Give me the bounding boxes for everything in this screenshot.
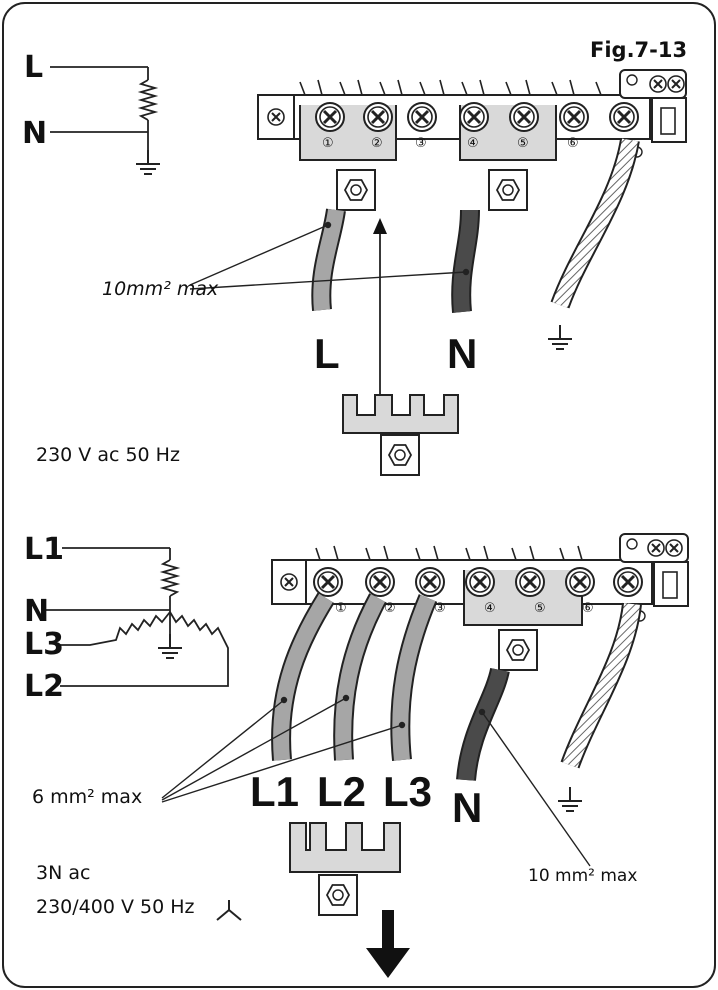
conductor-n-label: N — [447, 330, 478, 377]
terminal-6-label: ⑥ — [567, 136, 579, 151]
figure-label: Fig.7-13 — [590, 38, 688, 62]
earth-icon — [157, 633, 183, 659]
remove-arrow — [366, 910, 410, 978]
schematic-l3-label: L3 — [24, 627, 64, 662]
earth-icon — [547, 324, 573, 350]
terminal-2-label: ② — [384, 601, 396, 616]
three-phase-schematic — [46, 547, 229, 687]
star-symbol-icon — [216, 900, 242, 921]
three-phase-supply-line1: 3N ac — [36, 862, 91, 884]
conductor-l-label: L — [314, 330, 340, 377]
insert-arrow — [373, 218, 387, 234]
conductor-l3-label: L3 — [383, 768, 433, 815]
conductor-l1-label: L1 — [250, 768, 300, 815]
schematic-l1-label: L1 — [24, 532, 64, 567]
schematic-n3-label: N — [24, 594, 50, 629]
neutral-wire-note: 10 mm² max — [528, 866, 638, 886]
schematic-n-label: N — [22, 116, 48, 151]
single-phase-schematic — [50, 66, 159, 160]
single-phase-wire-note: 10mm² max — [102, 278, 219, 300]
terminal-3-label: ③ — [415, 136, 427, 151]
conductor-n-label-bottom: N — [452, 784, 483, 831]
schematic-l-label: L — [24, 50, 44, 85]
earth-icon — [557, 786, 583, 812]
terminal-block-top — [257, 69, 687, 211]
phase-wire-note: 6 mm² max — [32, 786, 143, 808]
schematic-l2-label: L2 — [24, 669, 64, 704]
conductor-l2-label: L2 — [317, 768, 367, 815]
terminal-4-label: ④ — [467, 136, 479, 151]
terminal-1-label: ① — [335, 601, 347, 616]
loose-bridge-top — [342, 394, 459, 476]
single-phase-supply: 230 V ac 50 Hz — [36, 444, 180, 466]
terminal-6-label: ⑥ — [582, 601, 594, 616]
terminal-3-label: ③ — [434, 601, 446, 616]
terminal-5-label: ⑤ — [517, 136, 529, 151]
terminal-block-bottom — [271, 533, 689, 671]
earth-icon — [135, 149, 161, 175]
terminal-2-label: ② — [371, 136, 383, 151]
terminal-5-label: ⑤ — [534, 601, 546, 616]
terminal-4-label: ④ — [484, 601, 496, 616]
three-phase-supply-line2: 230/400 V 50 Hz — [36, 896, 195, 918]
terminal-1-label: ① — [322, 136, 334, 151]
loose-bridge-bottom — [289, 822, 401, 916]
